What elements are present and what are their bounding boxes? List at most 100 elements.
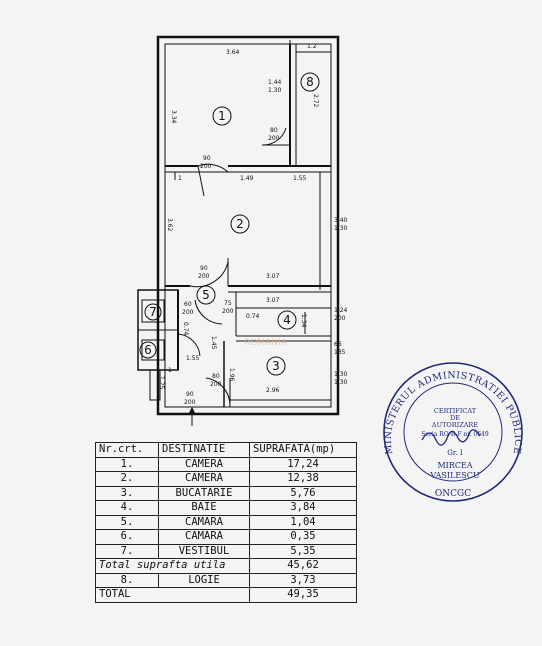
table-cell: 1. (95, 456, 159, 472)
column-header: SUPRAFATA(mp) (249, 442, 357, 458)
dim-label: 200 (184, 399, 196, 406)
dim-label: 1.55 (186, 355, 200, 362)
table-cell: 12,38 (249, 471, 357, 487)
dim-label: 1.49 (240, 175, 254, 182)
room-number: 2 (236, 217, 244, 231)
room-number: 3 (272, 359, 280, 373)
stamp-name: MIRCEA (437, 461, 472, 470)
dim-label: 1.2 (307, 43, 317, 50)
table-cell: BUCATARIE (158, 485, 250, 501)
dim-label: 60 (184, 301, 192, 308)
table-cell: 7. (95, 543, 159, 559)
table-cell: 0,35 (249, 529, 357, 545)
dim-label: 80 (270, 127, 278, 134)
room-number: 6 (144, 343, 152, 357)
column-header: Nr.crt. (95, 442, 159, 458)
dim-label: 0.74 (246, 313, 260, 320)
table-cell: 5,35 (249, 543, 357, 559)
table-cell: CAMARA (158, 514, 250, 530)
table-cell: 45,62 (249, 558, 357, 574)
table-row-total: TOTAL 49,35 (95, 587, 357, 603)
room-labels: 1 2 3 4 5 6 7 8 (139, 72, 320, 376)
table-cell: 49,35 (249, 587, 357, 603)
dim-label: 1.24 (334, 307, 348, 314)
dim-label: 90 (186, 391, 194, 398)
table-header-row: Nr.crt. DESTINATIE SUPRAFATA(mp) (95, 442, 357, 458)
table-cell: 6. (95, 529, 159, 545)
dim-label: 66 (334, 341, 342, 348)
signature-icon (421, 429, 481, 446)
dim-label: 3.34 (170, 110, 177, 124)
stamp-serie: Seria RO-B-F nr. 0649 (421, 431, 489, 438)
dim-label: 3.64 (226, 49, 240, 56)
table-row: 6. CAMARA 0,35 (95, 529, 357, 545)
room-number: 1 (218, 109, 226, 123)
column-header: DESTINATIE (158, 442, 250, 458)
room-number: 4 (283, 313, 291, 327)
table-cell: 5. (95, 514, 159, 530)
dim-label: 1.30 (334, 371, 348, 378)
table-cell: 1,04 (249, 514, 357, 530)
areas-table: Nr.crt. DESTINATIE SUPRAFATA(mp) 1. CAME… (95, 442, 357, 603)
dim-label: 2.72 (312, 94, 319, 108)
table-row: 1. CAMERA 17,24 (95, 456, 357, 472)
dim-label: 75 (224, 300, 232, 307)
dim-label: 1.45 (210, 336, 217, 350)
table-row: 7. VESTIBUL 5,35 (95, 543, 357, 559)
dim-label: 1 (168, 367, 172, 374)
dim-label: 200 (200, 163, 212, 170)
dim-label: 1.30 (334, 225, 348, 232)
table-cell: TOTAL (95, 587, 250, 603)
dim-label: 0.74 (182, 322, 189, 336)
table-cell: CAMERA (158, 471, 250, 487)
room-number: 8 (306, 75, 314, 89)
room-number: 5 (202, 288, 210, 302)
dimension-labels: 3.64 1.2 1.44 1.30 3.34 2.72 80 200 90 2… (158, 43, 348, 406)
dim-label: 80 (212, 373, 220, 380)
dim-label: 3.40 (334, 217, 348, 224)
table-row: 8. LOGIE 3,73 (95, 572, 357, 588)
dim-label: 1.34 (300, 314, 307, 328)
dim-label: 1.25 (158, 376, 165, 390)
dim-label: 200 (198, 273, 210, 280)
stamp-name: VASILESCU (429, 471, 479, 480)
dim-label: 200 (222, 308, 234, 315)
table-cell: 4. (95, 500, 159, 516)
watermark-text: ROMANIA (244, 338, 288, 348)
dim-label: 1.96 (228, 368, 235, 382)
dim-label: 1 (178, 175, 182, 182)
table-cell: 17,24 (249, 456, 357, 472)
dim-label: 200 (210, 381, 222, 388)
table-cell: CAMARA (158, 529, 250, 545)
entrance-arrow-icon (188, 406, 196, 426)
stamp-line: CERTIFICAT (434, 407, 477, 415)
table-row: 4. BAIE 3,84 (95, 500, 357, 516)
dim-label: 3.07 (266, 273, 280, 280)
table-row-util-total: Total suprafta utila 45,62 (95, 558, 357, 574)
dim-label: 135 (334, 349, 346, 356)
table-cell: 3. (95, 485, 159, 501)
dim-label: 200 (182, 309, 194, 316)
dim-label: 90 (203, 155, 211, 162)
official-stamp: MINISTERUL ADMINISTRATIEI PUBLICE CERTIF… (383, 362, 523, 502)
dim-label: 1.55 (293, 175, 307, 182)
walls (137, 35, 340, 416)
table-cell: 3,84 (249, 500, 357, 516)
stamp-line: AUTORIZARE (431, 421, 478, 429)
table-row: 3. BUCATARIE 5,76 (95, 485, 357, 501)
table-cell: CAMERA (158, 456, 250, 472)
table-cell: 8. (95, 572, 159, 588)
table-row: 5. CAMARA 1,04 (95, 514, 357, 530)
dim-label: 2.96 (266, 387, 280, 394)
stamp-line: DE (450, 414, 460, 422)
dim-label: 1.30 (334, 379, 348, 386)
dim-label: 200 (334, 315, 346, 322)
dim-label: 1.30 (268, 87, 282, 94)
table-cell: Total suprafta utila (95, 558, 250, 574)
dim-label: 3.07 (266, 297, 280, 304)
table-cell: LOGIE (158, 572, 250, 588)
dim-label: 3.62 (166, 218, 173, 232)
table-cell: VESTIBUL (158, 543, 250, 559)
table-cell: 2. (95, 471, 159, 487)
